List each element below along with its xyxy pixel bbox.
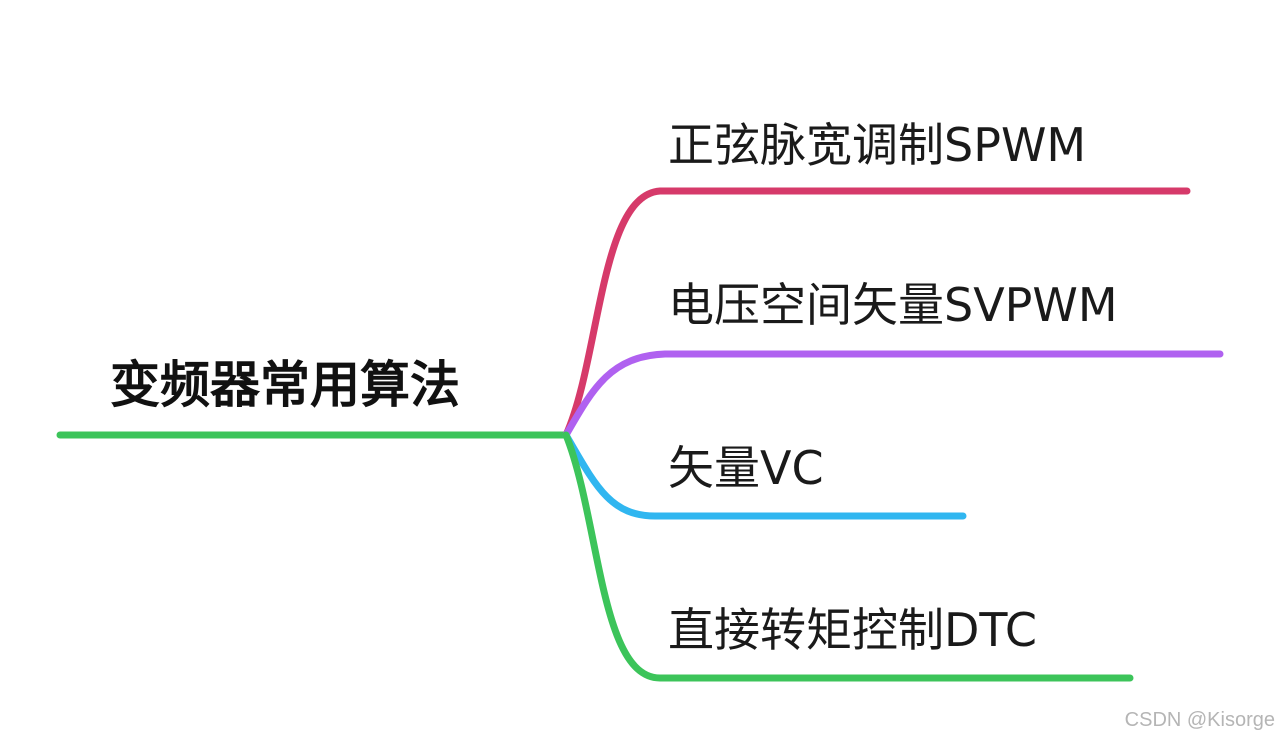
branch-edge-svpwm [562, 350, 1224, 439]
watermark: CSDN @Kisorge [1125, 709, 1275, 731]
branch-label-dtc: 直接转矩控制DTC [668, 603, 1037, 657]
branch-label-svpwm: 电压空间矢量SVPWM [668, 278, 1118, 332]
branch-label-vc: 矢量VC [668, 441, 824, 495]
branch-edge-spwm [562, 187, 1191, 439]
branch-edge-dtc [562, 431, 1134, 682]
branch-edge-vc [562, 431, 967, 520]
branch-label-spwm: 正弦脉宽调制SPWM [668, 118, 1086, 172]
root-node-label: 变频器常用算法 [110, 356, 460, 414]
